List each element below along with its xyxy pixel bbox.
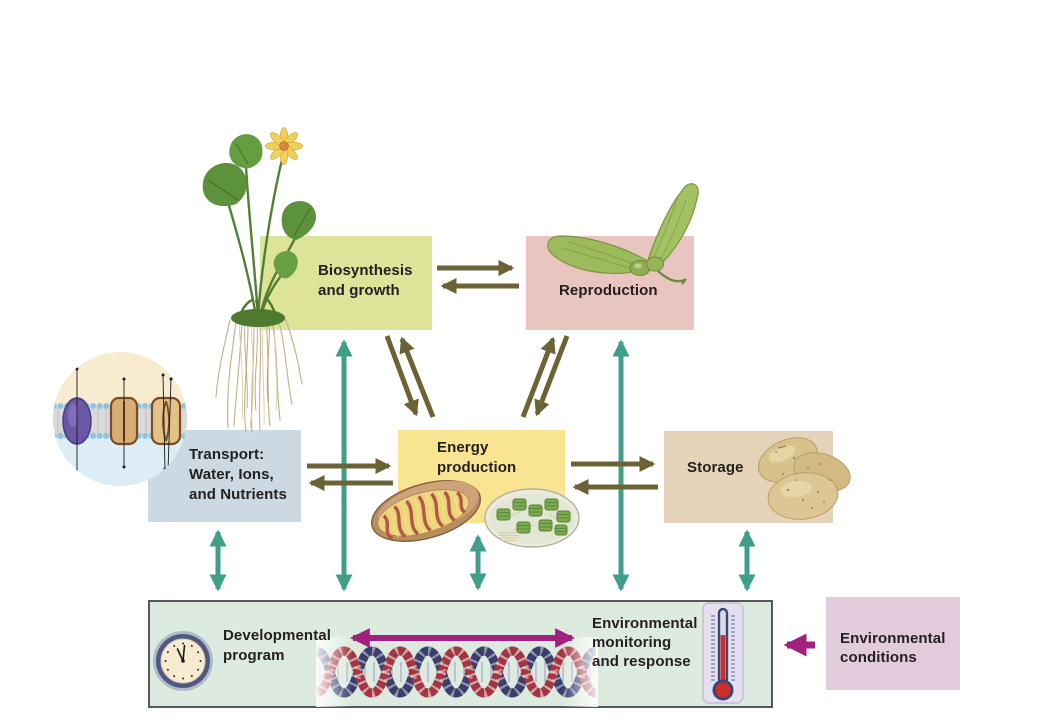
reproduction-box: Reproduction <box>526 236 694 330</box>
dna-strand-blue <box>316 646 598 698</box>
clock-hands <box>176 644 186 662</box>
arrow-energy-to-biosynthesis <box>399 336 436 418</box>
biosynthesis-box: Biosynthesis and growth <box>260 236 432 330</box>
environmental-conditions-box: Environmental conditions <box>826 597 960 690</box>
plant-flower <box>265 127 303 165</box>
thermometer-bulb <box>712 679 734 701</box>
arrow-reproduction-to-energy <box>534 335 570 417</box>
dna-rungs <box>319 662 591 682</box>
developmental-program-label: Developmental program <box>223 627 331 664</box>
dna-strand-red <box>316 646 598 698</box>
storage-box: Storage <box>664 431 833 523</box>
arrow-biosynthesis-to-energy <box>384 335 419 417</box>
energy-production-box: Energy production <box>398 430 565 523</box>
thermometer-mercury <box>720 635 726 681</box>
environmental-monitoring-label: Environmental monitoring and response <box>592 615 698 670</box>
clock-icon <box>153 631 213 691</box>
reproduction-label: Reproduction <box>559 282 658 299</box>
transport-box: Transport: Water, Ions, and Nutrients <box>148 430 301 522</box>
chloroplast-lamellae-stack <box>499 532 519 541</box>
clock-ticks <box>164 642 202 680</box>
membrane-protein-purple <box>62 397 92 445</box>
biosynthesis-label: Biosynthesis and growth <box>318 262 413 299</box>
storage-label: Storage <box>687 459 744 476</box>
transport-label: Transport: Water, Ions, and Nutrients <box>189 446 287 503</box>
thermometer-ticks-left <box>711 615 715 681</box>
thermometer-ticks-right <box>731 615 735 681</box>
regulation-panel: Developmental program Environmental moni… <box>148 600 773 708</box>
dna-double-helix-icon <box>316 637 598 707</box>
arrow-energy-to-reproduction <box>520 336 556 418</box>
thermometer-icon <box>702 602 744 704</box>
energy-production-label: Energy production <box>437 439 517 476</box>
environmental-conditions-label: Environmental conditions <box>840 630 946 666</box>
plant-roots <box>215 315 303 433</box>
membrane-protein-channel-1 <box>109 396 139 446</box>
